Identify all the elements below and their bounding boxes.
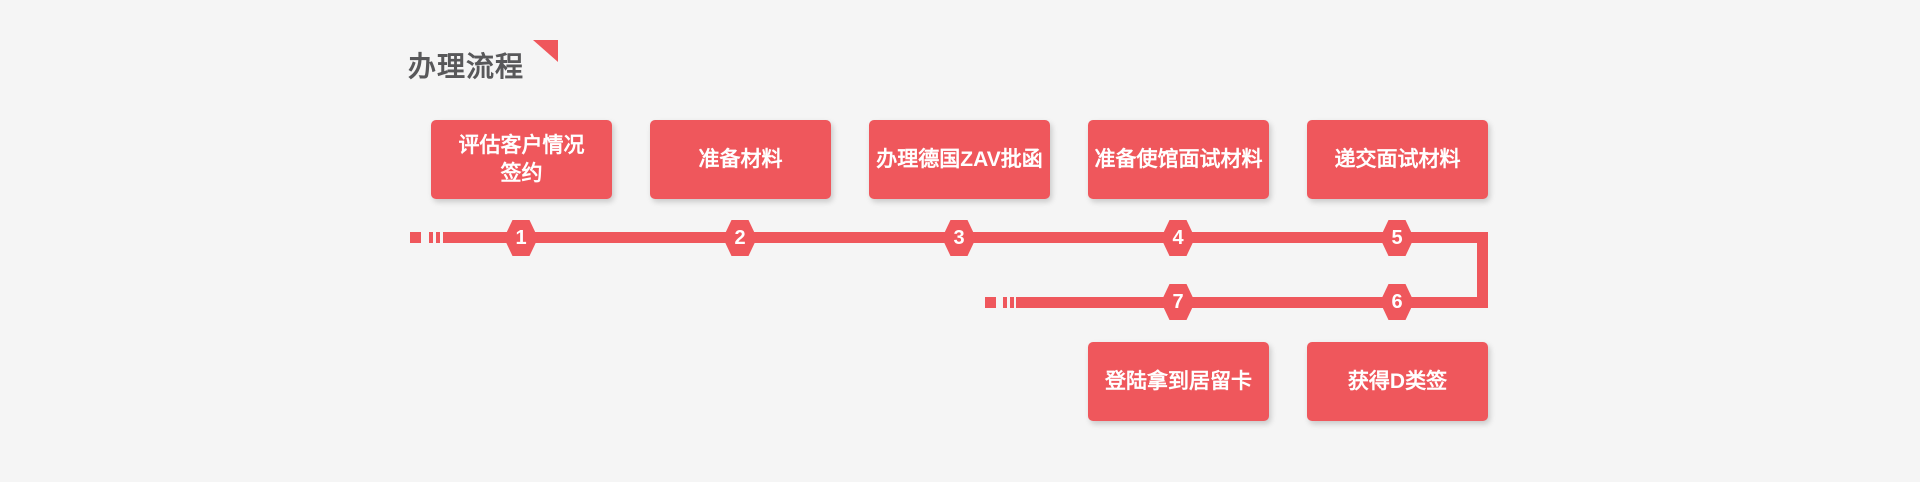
step-box-6: 获得D类签	[1307, 342, 1488, 421]
step-marker-1: 1	[504, 220, 538, 256]
step-box-1: 评估客户情况 签约	[431, 120, 612, 199]
step-marker-2: 2	[723, 220, 757, 256]
timeline2-start-dash-2	[1010, 297, 1014, 308]
title-corner-triangle-icon	[533, 40, 558, 62]
step-box-4: 准备使馆面试材料	[1088, 120, 1269, 199]
step-number-7: 7	[1172, 290, 1184, 313]
timeline2-start-dash-1	[1003, 297, 1007, 308]
step-number-2: 2	[734, 226, 746, 249]
step-marker-6: 6	[1380, 284, 1414, 320]
step-marker-4: 4	[1161, 220, 1195, 256]
timeline2-bar	[1016, 297, 1488, 308]
step-label-7: 登陆拿到居留卡	[1105, 369, 1252, 393]
step-label-4: 准备使馆面试材料	[1094, 147, 1263, 171]
step-label-5: 递交面试材料	[1334, 147, 1461, 171]
step-label-1: 评估客户情况 签约	[458, 134, 585, 185]
section-title: 办理流程	[408, 51, 525, 82]
step-box-7: 登陆拿到居留卡	[1088, 342, 1269, 421]
step-label-6: 获得D类签	[1347, 369, 1448, 393]
timeline-vertical-connector	[1477, 232, 1488, 308]
step-label-2: 准备材料	[698, 147, 783, 171]
step-box-5: 递交面试材料	[1307, 120, 1488, 199]
step-number-5: 5	[1391, 226, 1403, 249]
step-marker-5: 5	[1380, 220, 1414, 256]
timeline1-start-dash-2	[436, 232, 440, 243]
timeline1-start-dash-1	[429, 232, 433, 243]
step-number-4: 4	[1172, 226, 1184, 249]
timeline2-start-square	[985, 297, 996, 308]
step-marker-7: 7	[1161, 284, 1195, 320]
timeline1-start-square	[410, 232, 421, 243]
step-box-2: 准备材料	[650, 120, 831, 199]
step-number-6: 6	[1391, 290, 1403, 313]
step-number-3: 3	[953, 226, 965, 249]
step-label-3: 办理德国ZAV批函	[876, 147, 1043, 171]
step-box-3: 办理德国ZAV批函	[869, 120, 1050, 199]
step-number-1: 1	[515, 226, 527, 249]
step-marker-3: 3	[942, 220, 976, 256]
